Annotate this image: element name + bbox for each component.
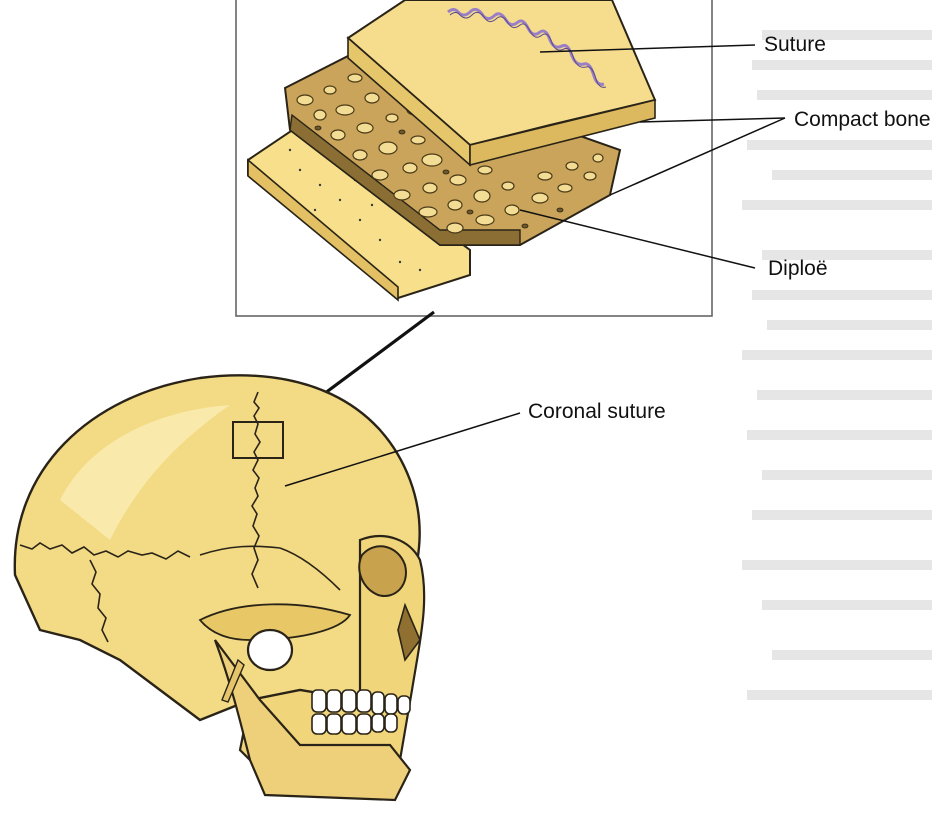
bone-section-block <box>247 0 657 302</box>
label-compact-bone: Compact bone <box>794 108 931 131</box>
skull <box>13 374 426 802</box>
squamous-suture <box>19 542 191 560</box>
teeth <box>311 689 411 735</box>
mandible <box>213 639 412 802</box>
external-auditory-meatus <box>246 628 294 672</box>
coronal-suture <box>251 391 261 589</box>
nasal-cavity <box>397 602 421 662</box>
inset-leader-lines <box>519 44 786 269</box>
cranial-sutures <box>19 391 341 643</box>
label-coronal-suture: Coronal suture <box>528 400 666 423</box>
label-suture: Suture <box>764 33 826 56</box>
label-diploe: Diploë <box>768 257 828 280</box>
coronal-suture-leader <box>284 412 521 487</box>
orbit <box>358 545 407 597</box>
diploe-pores <box>296 73 604 234</box>
inset-region-box <box>232 421 284 459</box>
zygomatic-arch <box>198 603 352 641</box>
